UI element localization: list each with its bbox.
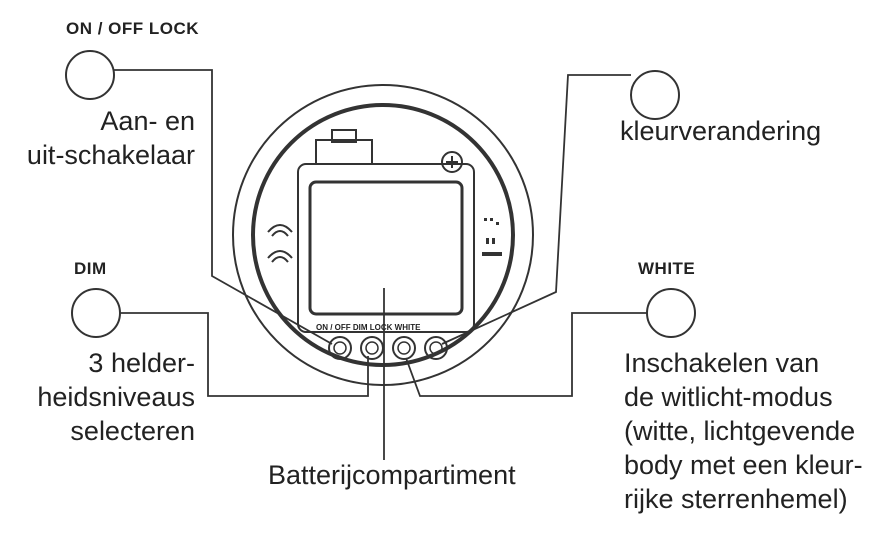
battery-compartment-outer — [297, 163, 475, 333]
button-strip-label: ON / OFF DIM LOCK WHITE — [316, 323, 421, 332]
side-indicator-icon — [482, 218, 502, 256]
white-description: Inschakelen van de witlicht-modus (witte… — [624, 348, 863, 514]
device-outer-ring — [232, 84, 534, 386]
on-off-description: Aan- en uit-schakelaar — [26, 106, 195, 170]
battery-compartment-label: Batterijcompartiment — [268, 460, 516, 490]
color-change-description: kleurverandering — [620, 116, 822, 146]
leader-line-dim — [120, 312, 369, 397]
on-off-lock-heading: ON / OFF LOCK — [66, 19, 200, 38]
battery-clip — [315, 129, 373, 165]
leader-line-white — [405, 312, 647, 397]
leader-line-color-change — [441, 74, 631, 345]
speaker-wave-icon — [267, 224, 293, 263]
button-lock[interactable] — [392, 336, 416, 360]
leader-line-on-off — [114, 69, 333, 345]
callout-circle-color-change — [630, 70, 680, 120]
battery-compartment-inner — [308, 180, 464, 316]
callout-circle-white — [646, 288, 696, 338]
callout-circle-dim — [71, 288, 121, 338]
plus-icon — [441, 151, 463, 173]
button-on-off[interactable] — [328, 336, 352, 360]
device-inner-ring — [251, 103, 515, 367]
button-white[interactable] — [424, 336, 448, 360]
dim-description: 3 helder- heidsniveaus selecteren — [37, 348, 195, 446]
white-heading: WHITE — [638, 259, 696, 278]
dim-heading: DIM — [74, 259, 107, 278]
button-dim[interactable] — [360, 336, 384, 360]
callout-circle-on-off — [65, 50, 115, 100]
